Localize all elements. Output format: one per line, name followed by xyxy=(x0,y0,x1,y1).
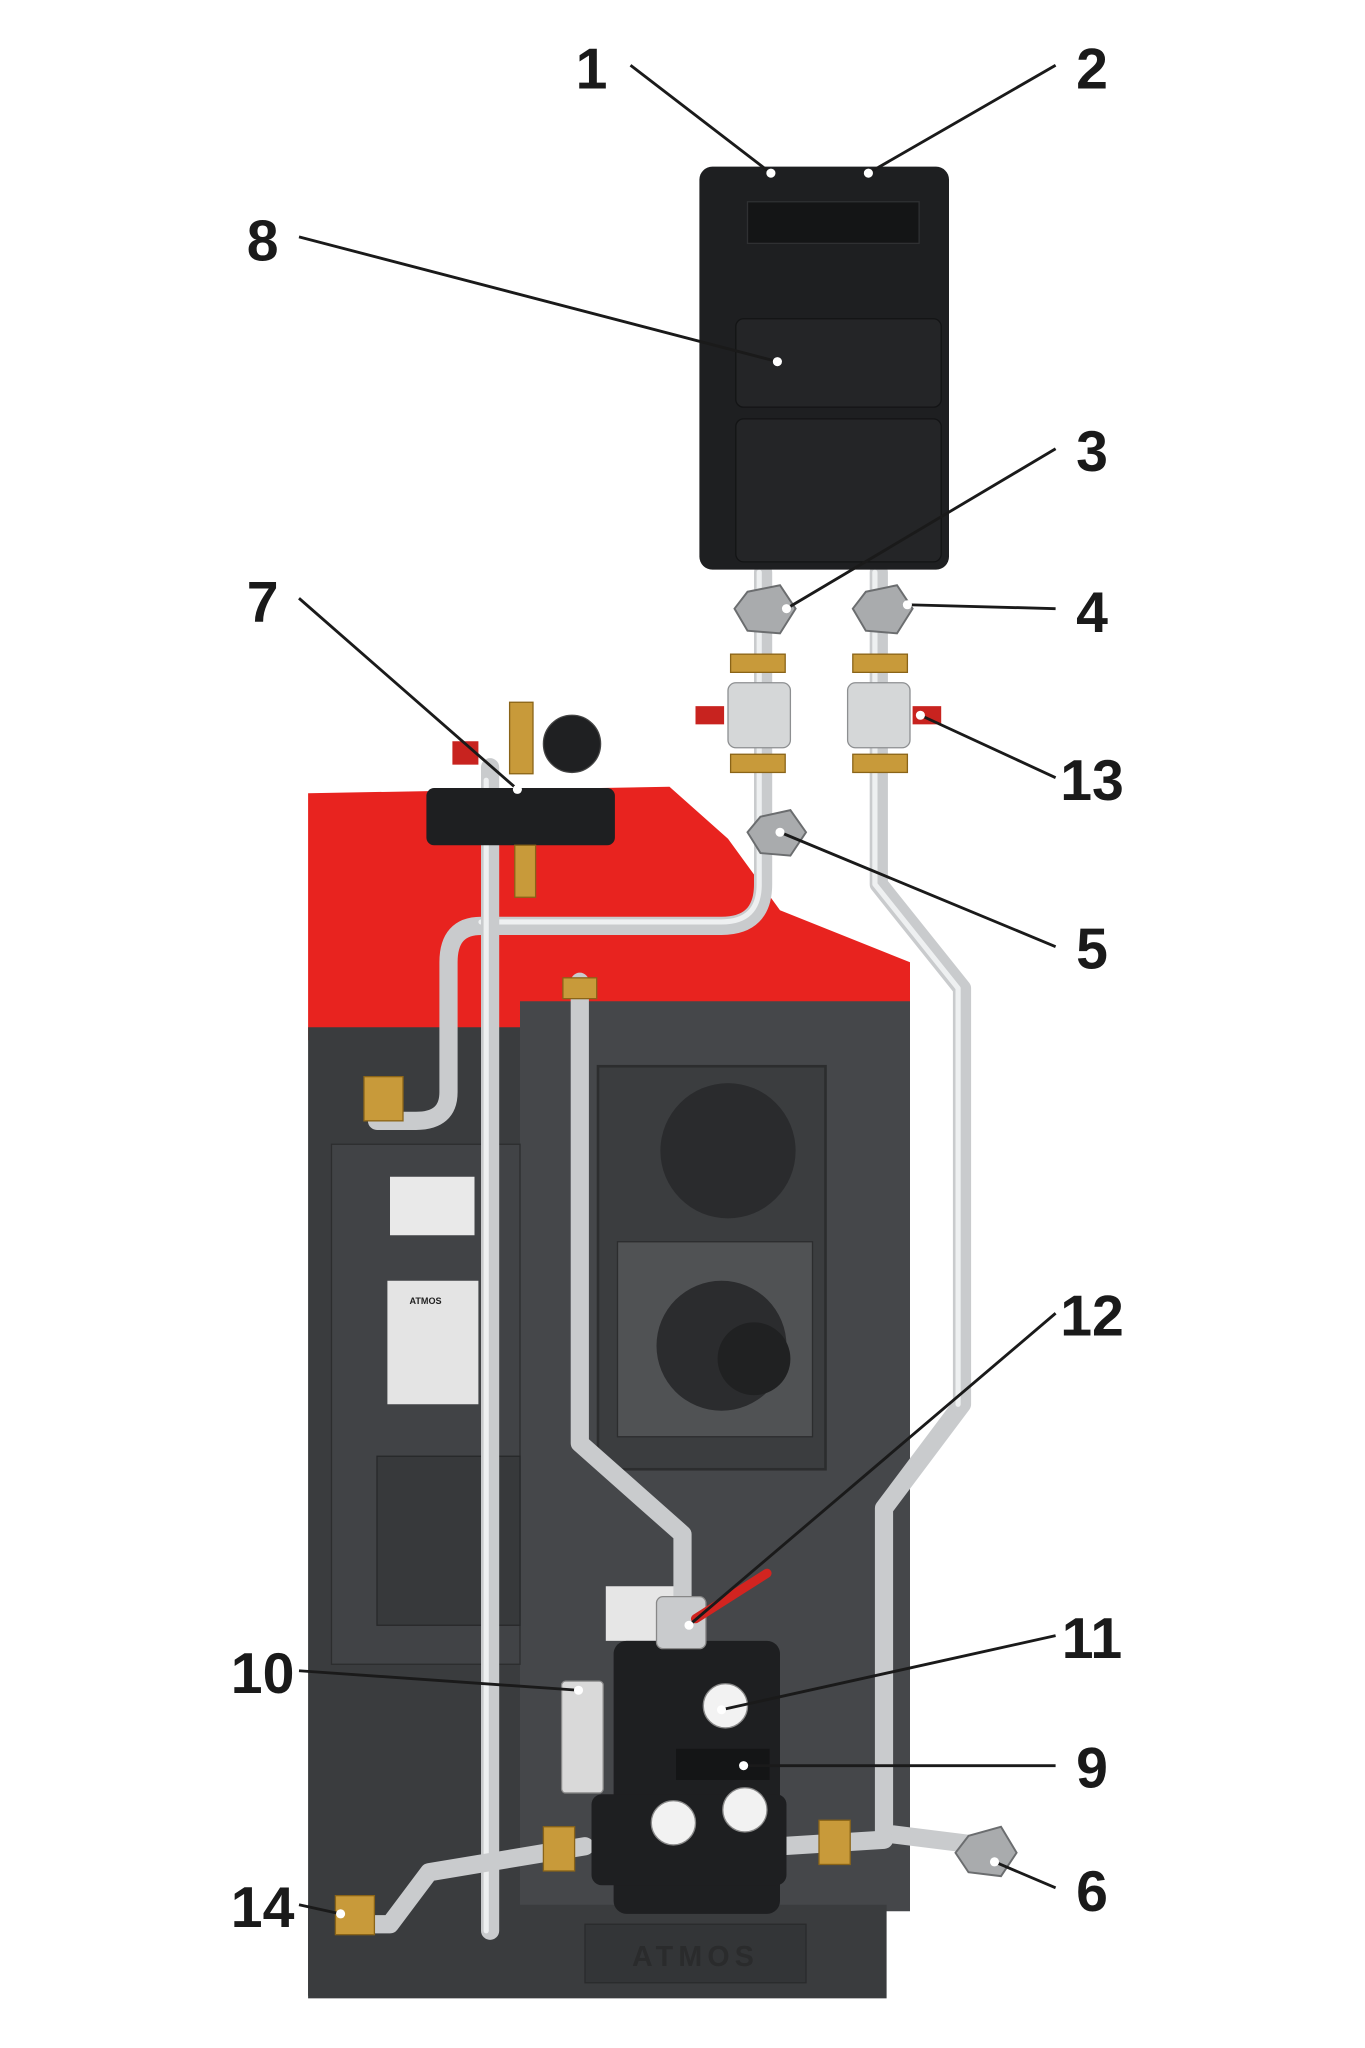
callout-label-11: 11 xyxy=(1062,1607,1122,1671)
leader-dot-6 xyxy=(989,1857,1000,1867)
leader-dot-9 xyxy=(739,1761,749,1771)
ball-valve-left xyxy=(727,682,792,749)
brass-fitting xyxy=(363,1076,404,1122)
brass-fitting xyxy=(729,653,786,673)
fittings xyxy=(334,584,1018,1936)
leader-dot-11 xyxy=(716,1705,727,1715)
leader-line-4 xyxy=(907,603,1056,611)
leader-line-13 xyxy=(919,713,1057,779)
nameplate-brand: ATMOS xyxy=(410,1296,442,1306)
brass-fitting xyxy=(542,1826,576,1872)
leader-line-1 xyxy=(629,64,772,175)
callout-label-1: 1 xyxy=(576,38,608,102)
fitting-4 xyxy=(851,584,914,635)
brass-fitting xyxy=(818,1819,851,1866)
callout-label-13: 13 xyxy=(1060,749,1124,813)
callout-label-14: 14 xyxy=(231,1876,295,1940)
leader-line-5 xyxy=(779,830,1057,948)
leader-dot-4 xyxy=(902,600,912,610)
leader-dot-12 xyxy=(684,1620,694,1630)
brass-fitting xyxy=(729,753,786,774)
leader-dot-2 xyxy=(863,168,873,178)
leader-line-7 xyxy=(298,597,519,791)
ball-valve-right xyxy=(846,682,911,749)
fitting-3 xyxy=(733,584,797,635)
leader-dot-14 xyxy=(336,1909,346,1919)
leader-line-14 xyxy=(298,1903,341,1916)
leader-line-6 xyxy=(993,1860,1057,1890)
brass-fitting xyxy=(852,753,909,774)
leader-dot-7 xyxy=(512,784,522,794)
callout-label-8: 8 xyxy=(247,209,279,273)
pump-group xyxy=(560,1568,787,1914)
valve-handle-13 xyxy=(912,706,942,725)
valve-handle-left xyxy=(695,706,725,725)
callout-label-10: 10 xyxy=(231,1642,295,1706)
leader-line-12 xyxy=(688,1312,1057,1627)
leader-dot-3 xyxy=(781,604,792,614)
callout-label-7: 7 xyxy=(247,571,279,635)
leader-line-3 xyxy=(785,447,1057,610)
leader-line-2 xyxy=(867,64,1057,175)
leader-line-8 xyxy=(298,235,778,364)
leader-line-10 xyxy=(298,1669,579,1692)
door-knob-inner xyxy=(717,1322,791,1396)
callout-label-12: 12 xyxy=(1060,1284,1124,1348)
callout-label-5: 5 xyxy=(1076,918,1108,982)
base-brand: ATMOS xyxy=(632,1941,759,1973)
leader-dot-10 xyxy=(573,1685,584,1695)
callout-label-2: 2 xyxy=(1076,38,1108,102)
callout-label-6: 6 xyxy=(1076,1860,1108,1924)
brass-fitting xyxy=(852,653,909,673)
flue-opening xyxy=(660,1083,796,1219)
leader-dot-13 xyxy=(915,710,925,720)
info-label-top xyxy=(390,1176,475,1236)
pipes xyxy=(341,563,998,1940)
leader-line-11 xyxy=(721,1634,1056,1712)
nameplate xyxy=(387,1280,479,1405)
callout-label-4: 4 xyxy=(1076,581,1108,645)
leader-dot-1 xyxy=(766,168,776,178)
callout-label-3: 3 xyxy=(1076,420,1108,484)
boiler-top-red xyxy=(308,786,911,1041)
callout-label-9: 9 xyxy=(1076,1737,1108,1801)
top-unit xyxy=(699,166,949,570)
leader-dot-8 xyxy=(772,357,782,367)
safety-group xyxy=(426,701,615,898)
boiler-base-plate xyxy=(584,1923,807,1984)
leader-dot-5 xyxy=(775,827,785,837)
brass-fitting xyxy=(562,977,598,1000)
